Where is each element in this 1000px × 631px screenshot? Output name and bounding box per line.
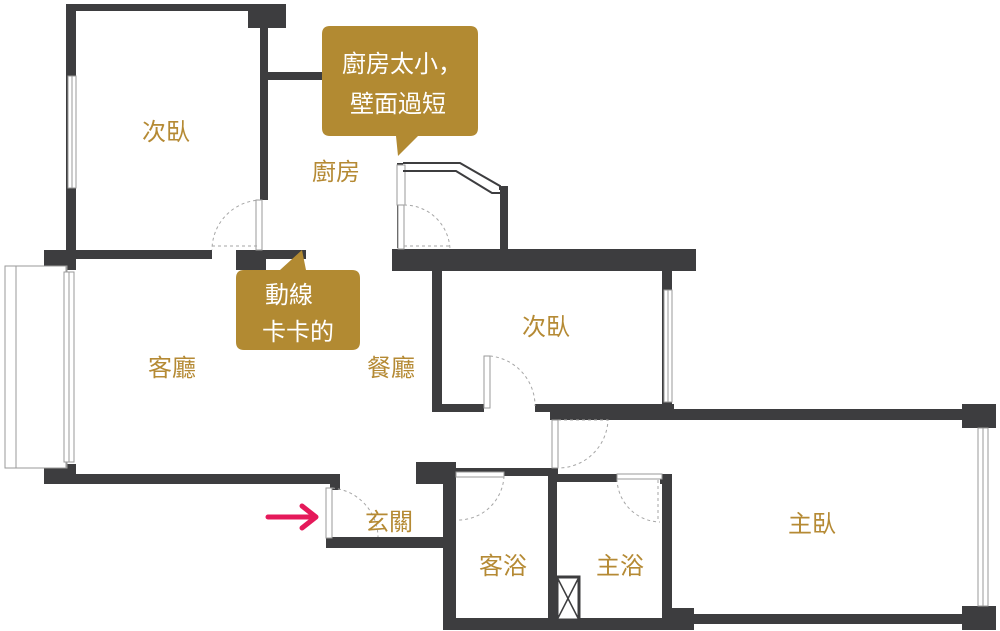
callout-kitchen-line1: 廚房太小， <box>342 50 462 78</box>
room-label-guest-bath: 客浴 <box>479 552 527 580</box>
room-label-bedroom-middle: 次臥 <box>522 313 570 341</box>
callout-circulation-line2: 卡卡的 <box>262 318 334 346</box>
room-labels: 次臥 廚房 次臥 客廳 餐廳 玄關 客浴 主浴 主臥 <box>142 118 836 580</box>
room-label-living-room: 客廳 <box>148 354 196 382</box>
room-label-master-bath: 主浴 <box>596 552 644 580</box>
duct-shaft-icon <box>555 575 581 622</box>
callout-circulation-line1: 動線 <box>265 281 313 309</box>
windows <box>4 75 989 607</box>
walls <box>44 4 996 630</box>
room-label-master-bedroom: 主臥 <box>788 510 836 538</box>
callout-kitchen-line2: 壁面過短 <box>350 90 446 118</box>
callout-kitchen: 廚房太小， 壁面過短 <box>322 26 478 156</box>
room-label-bedroom-top-left: 次臥 <box>142 118 190 146</box>
room-label-dining-room: 餐廳 <box>367 354 415 382</box>
doors <box>211 199 663 539</box>
room-label-kitchen: 廚房 <box>312 158 360 186</box>
entry-arrow-icon <box>265 503 319 531</box>
room-label-foyer: 玄關 <box>365 508 413 536</box>
callout-circulation: 動線 卡卡的 <box>236 250 360 350</box>
